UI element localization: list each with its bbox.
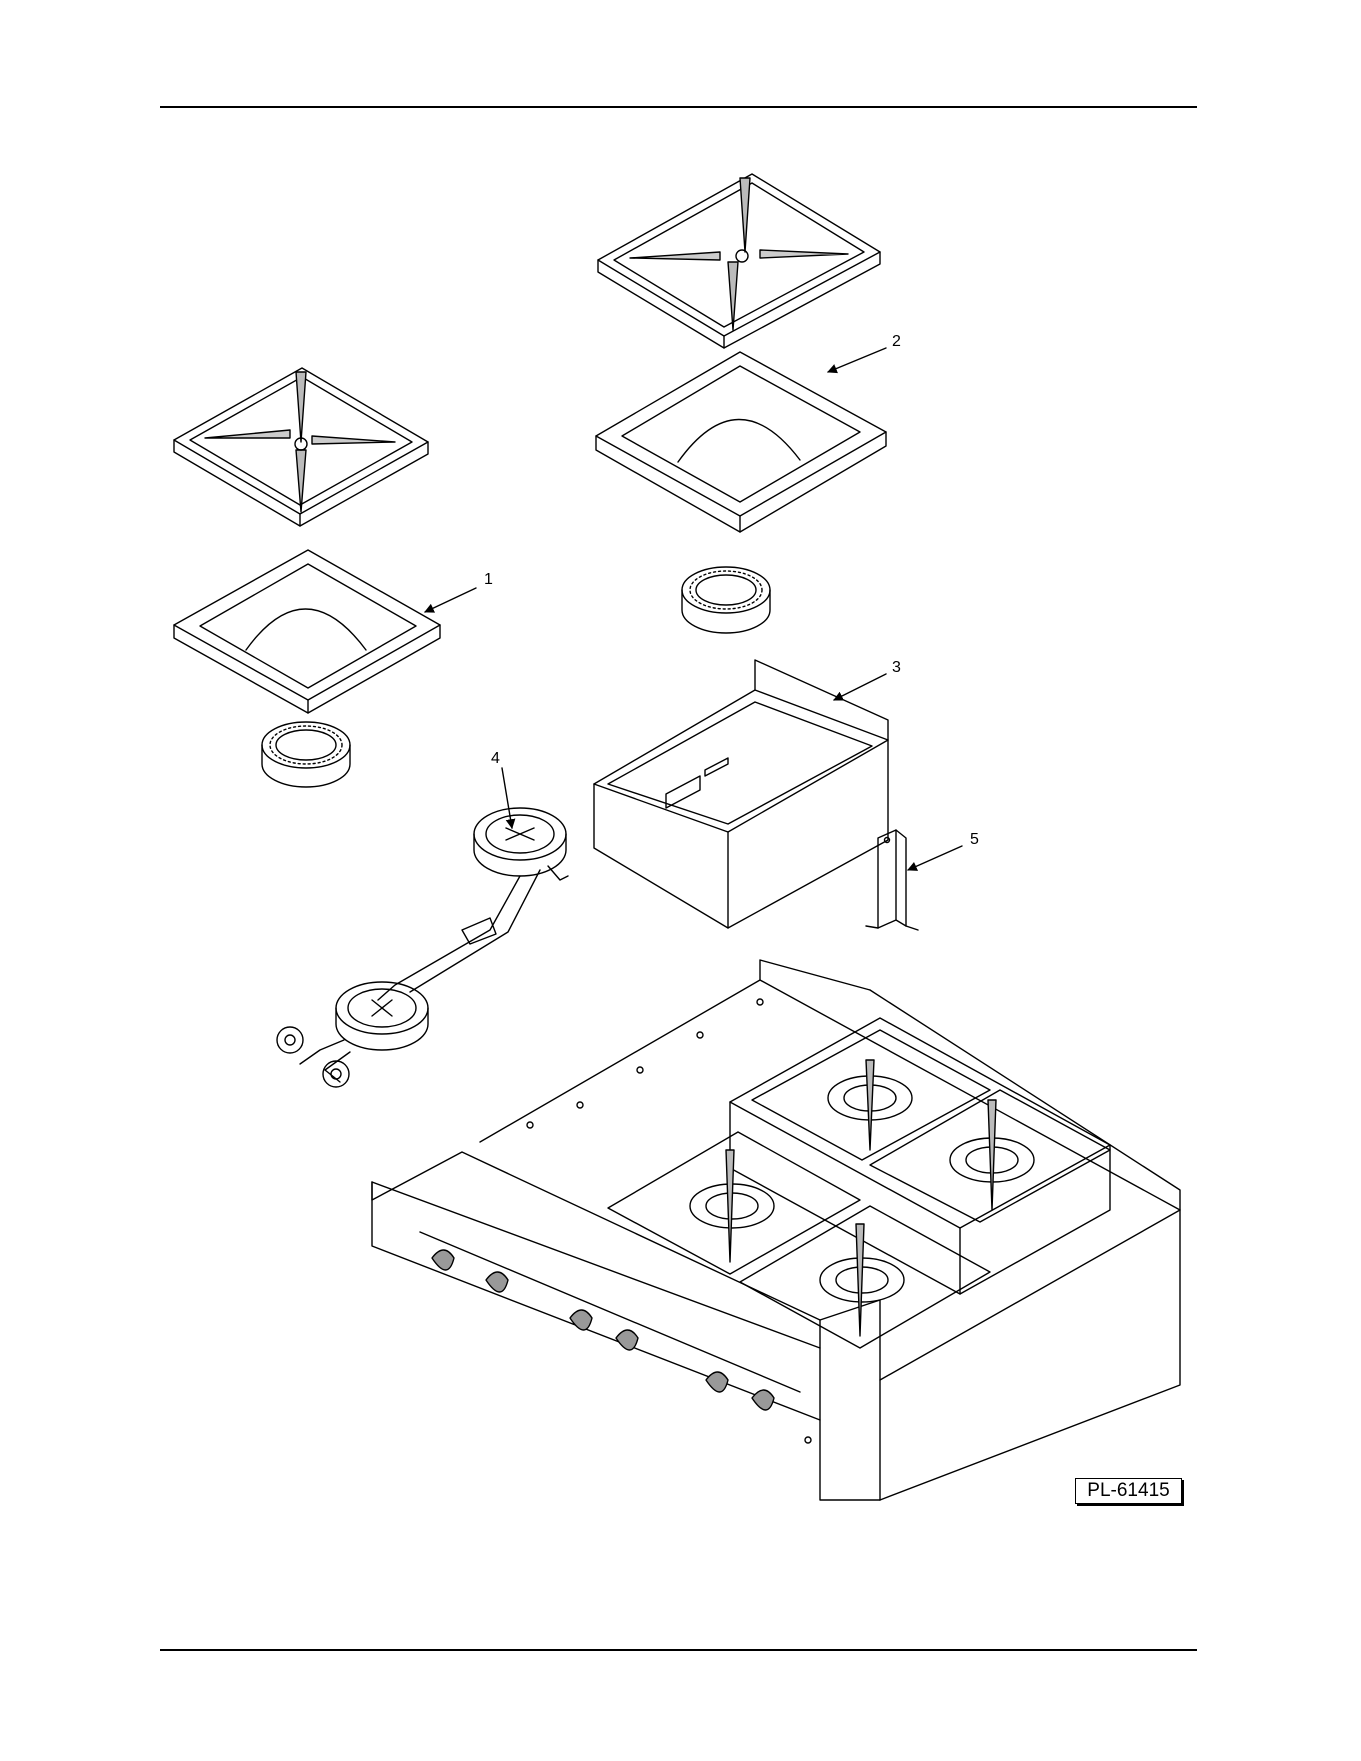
left-drip-pan: [174, 550, 440, 713]
burner-box: [594, 660, 888, 928]
left-burner-ring: [262, 722, 350, 787]
callout-part-2: 2: [828, 333, 901, 372]
upper-burner-ring: [682, 567, 770, 633]
callout-number-4: 4: [491, 750, 500, 767]
callout-part-1: 1: [425, 571, 493, 612]
range-top-assembly: [372, 960, 1180, 1500]
burner-assembly: [277, 808, 568, 1087]
callout-number-1: 1: [484, 571, 493, 588]
drawing-number-label: PL-61415: [1075, 1478, 1182, 1504]
upper-burner-grate: [598, 174, 880, 348]
upper-drip-pan: [596, 352, 886, 532]
callout-part-5: 5: [908, 831, 979, 870]
left-burner-grate: [174, 368, 428, 526]
callout-number-3: 3: [892, 659, 901, 676]
callout-part-3: 3: [834, 659, 901, 700]
mounting-bracket: [866, 830, 918, 930]
callout-number-5: 5: [970, 831, 979, 848]
callout-number-2: 2: [892, 333, 901, 350]
footer-rule: [160, 1649, 1197, 1651]
